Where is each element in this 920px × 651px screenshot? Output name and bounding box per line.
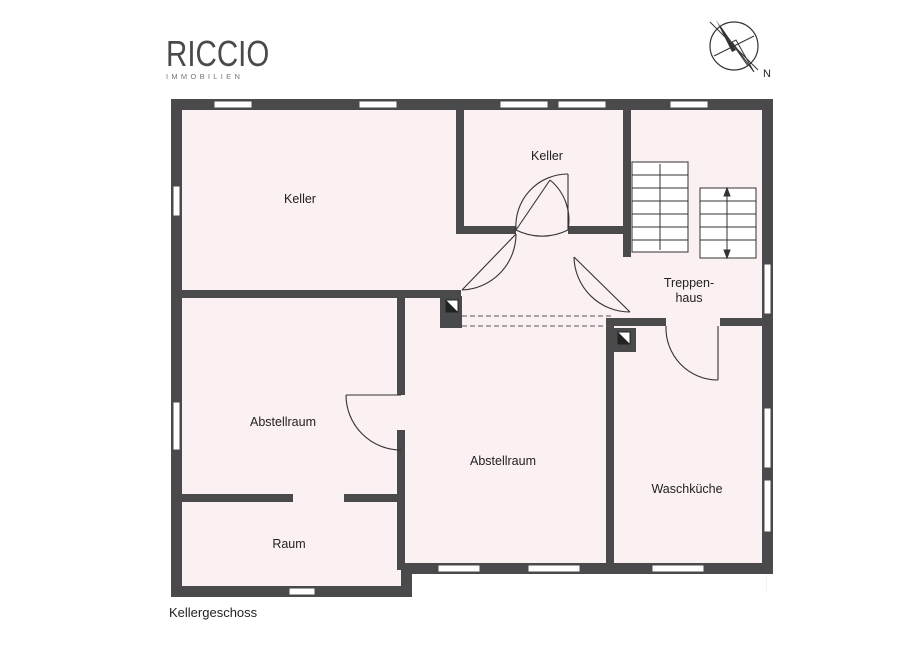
dashed-opening bbox=[462, 315, 612, 327]
windows bbox=[172, 100, 772, 596]
brand-name: RICCIO bbox=[166, 33, 270, 74]
room-label-raum: Raum bbox=[272, 537, 305, 551]
doors bbox=[345, 173, 719, 451]
brand-logo: RICCIO IMMOBILIEN bbox=[166, 33, 292, 82]
room-label-waschkueche: Waschküche bbox=[651, 482, 722, 496]
room-label-treppenhaus-line2: haus bbox=[675, 291, 702, 305]
room-label-treppenhaus-line1: Treppen- bbox=[664, 276, 714, 290]
staircase bbox=[631, 161, 757, 260]
room-label-abstellraum-left: Abstellraum bbox=[250, 415, 316, 429]
shaft-icon bbox=[445, 299, 631, 345]
room-label-keller-left: Keller bbox=[284, 192, 316, 206]
room-label-abstellraum-center: Abstellraum bbox=[470, 454, 536, 468]
room-label-keller-top: Keller bbox=[531, 149, 563, 163]
compass-icon bbox=[709, 20, 759, 73]
brand-subtitle: IMMOBILIEN bbox=[166, 72, 244, 81]
compass-north-label: N bbox=[763, 68, 771, 80]
floor-label: Kellergeschoss bbox=[169, 605, 258, 620]
